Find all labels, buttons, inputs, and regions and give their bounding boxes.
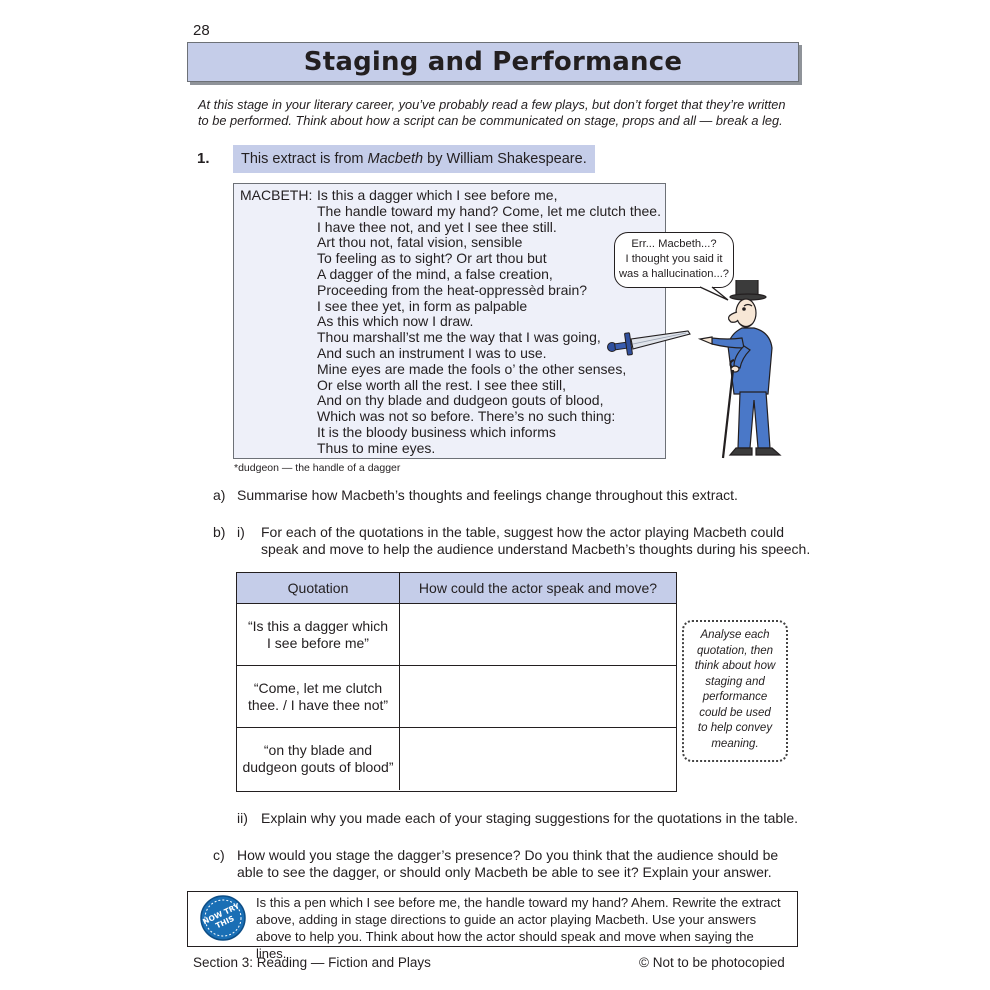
extract-line: And such an instrument I was to use. bbox=[317, 344, 547, 361]
quote-line: dudgeon gouts of blood” bbox=[242, 759, 394, 775]
hint-border bbox=[682, 620, 788, 762]
old-man-figure bbox=[697, 280, 782, 459]
quote-line: “Come, let me clutch bbox=[253, 679, 383, 696]
part-a-label: a) bbox=[213, 487, 226, 503]
extract-line: The handle toward my hand? Come, let me … bbox=[317, 202, 661, 219]
extract-speaker: MACBETH: bbox=[240, 187, 313, 203]
extract-line: Or else worth all the rest. I see thee s… bbox=[317, 376, 566, 393]
quote-line: thee. / I have thee not” bbox=[247, 696, 389, 713]
quote-line: “on thy blade and bbox=[263, 742, 373, 758]
hint-box: Analyse each quotation, then think about… bbox=[682, 620, 788, 762]
extract-line: To feeling as to sight? Or art thou but bbox=[317, 250, 547, 267]
bubble-tail bbox=[699, 286, 729, 301]
part-c-text-line1: How would you stage the dagger’s presenc… bbox=[237, 847, 779, 863]
table-row: “Come, let me clutch thee. / I have thee… bbox=[237, 666, 400, 728]
part-b-label: b) bbox=[213, 524, 226, 540]
extract-box bbox=[233, 183, 666, 459]
part-b-text-line1: For each of the quotations in the table,… bbox=[261, 524, 784, 540]
extract-line: Which was not so before. There’s no such… bbox=[317, 408, 616, 425]
part-b-ii-text: Explain why you made each of your stagin… bbox=[261, 810, 799, 826]
title-bar: Staging and Performance bbox=[187, 42, 799, 82]
ntt-line: above to help you. Think about how the a… bbox=[256, 929, 754, 961]
extract-line: And on thy blade and dudgeon gouts of bl… bbox=[317, 392, 604, 409]
table-header-quotation: Quotation bbox=[237, 573, 400, 604]
quote-line: I see before me” bbox=[267, 634, 369, 651]
cartoon-illustration bbox=[607, 280, 782, 459]
extract-line: It is the bloody business which informs bbox=[317, 423, 556, 440]
extract-line: I have thee not, and yet I see thee stil… bbox=[317, 218, 557, 235]
hint-line: think about how bbox=[694, 660, 776, 672]
extract-line: Thus to mine eyes. bbox=[317, 439, 436, 456]
page-title: Staging and Performance bbox=[303, 47, 683, 77]
table-row: “Is this a dagger which I see before me” bbox=[237, 604, 400, 666]
answer-cell[interactable] bbox=[400, 728, 676, 790]
table-row: “on thy blade and dudgeon gouts of blood… bbox=[237, 728, 400, 790]
speech-bubble: Err... Macbeth...? I thought you said it… bbox=[614, 232, 734, 288]
hint-line: to help convey bbox=[697, 722, 773, 734]
extract-line: Art thou not, fatal vision, sensible bbox=[317, 234, 523, 251]
question-banner: This extract is from Macbeth by William … bbox=[233, 145, 595, 173]
footer-section: Section 3: Reading — Fiction and Plays bbox=[193, 955, 431, 970]
dagger-icon bbox=[607, 330, 691, 356]
answer-cell[interactable] bbox=[400, 604, 676, 666]
hint-line: meaning. bbox=[711, 737, 759, 750]
part-c-text-line2: able to see the dagger, or should only M… bbox=[237, 864, 772, 880]
extract-line: Thou marshall’st me the way that I was g… bbox=[317, 329, 601, 346]
bubble-line: was a hallucination...? bbox=[618, 268, 730, 280]
extract-line: Mine eyes are made the fools o’ the othe… bbox=[317, 360, 627, 377]
hint-line: quotation, then bbox=[696, 644, 774, 657]
part-a-text: Summarise how Macbeth’s thoughts and fee… bbox=[237, 487, 738, 503]
table-header-actor: How could the actor speak and move? bbox=[400, 573, 676, 604]
answer-cell[interactable] bbox=[400, 666, 676, 728]
banner-play-title: Macbeth bbox=[367, 151, 424, 167]
quote-line: “Is this a dagger which bbox=[247, 617, 389, 634]
now-try-this-badge-icon: NOW TRY THIS bbox=[200, 895, 246, 941]
ntt-line: Is this a pen which I see before me, the… bbox=[256, 895, 781, 910]
extract-footnote: *dudgeon — the handle of a dagger bbox=[234, 462, 401, 474]
extract-line: Is this a dagger which I see before me, bbox=[317, 187, 558, 203]
hint-line: staging and bbox=[705, 675, 765, 688]
part-b-text-line2: speak and move to help the audience unde… bbox=[261, 541, 811, 557]
part-b-ii-label: ii) bbox=[237, 810, 248, 826]
bubble-line: Err... Macbeth...? bbox=[631, 238, 717, 250]
page-number: 28 bbox=[193, 22, 210, 39]
banner-text-pre: This extract is from bbox=[241, 151, 368, 167]
now-try-this-text: Is this a pen which I see before me, the… bbox=[256, 894, 786, 962]
intro-text: At this stage in your literary career, y… bbox=[198, 97, 786, 128]
ntt-line: above, adding in stage directions to gui… bbox=[256, 912, 757, 927]
bubble-line: I thought you said it bbox=[625, 253, 723, 265]
now-try-this-box bbox=[187, 891, 798, 947]
banner-text-post: by William Shakespeare. bbox=[423, 151, 587, 167]
footer-copyright: © Not to be photocopied bbox=[639, 955, 785, 970]
extract-line: I see thee yet, in form as palpable bbox=[317, 297, 528, 314]
hint-line: Analyse each bbox=[700, 629, 770, 641]
hint-line: could be used bbox=[699, 706, 771, 719]
extract-lines: Is this a dagger which I see before me, … bbox=[317, 187, 661, 457]
extract-line: As this which now I draw. bbox=[317, 313, 474, 330]
hint-line: performance bbox=[702, 691, 768, 703]
extract-line: A dagger of the mind, a false creation, bbox=[317, 265, 553, 282]
question-number: 1. bbox=[197, 150, 210, 167]
hint-text: Analyse each quotation, then think about… bbox=[682, 628, 788, 752]
part-b-sub-i-label: i) bbox=[237, 524, 245, 540]
part-c-label: c) bbox=[213, 847, 225, 863]
quotation-table: Quotation How could the actor speak and … bbox=[236, 572, 677, 792]
extract-line: Proceeding from the heat-oppressèd brain… bbox=[317, 281, 588, 298]
